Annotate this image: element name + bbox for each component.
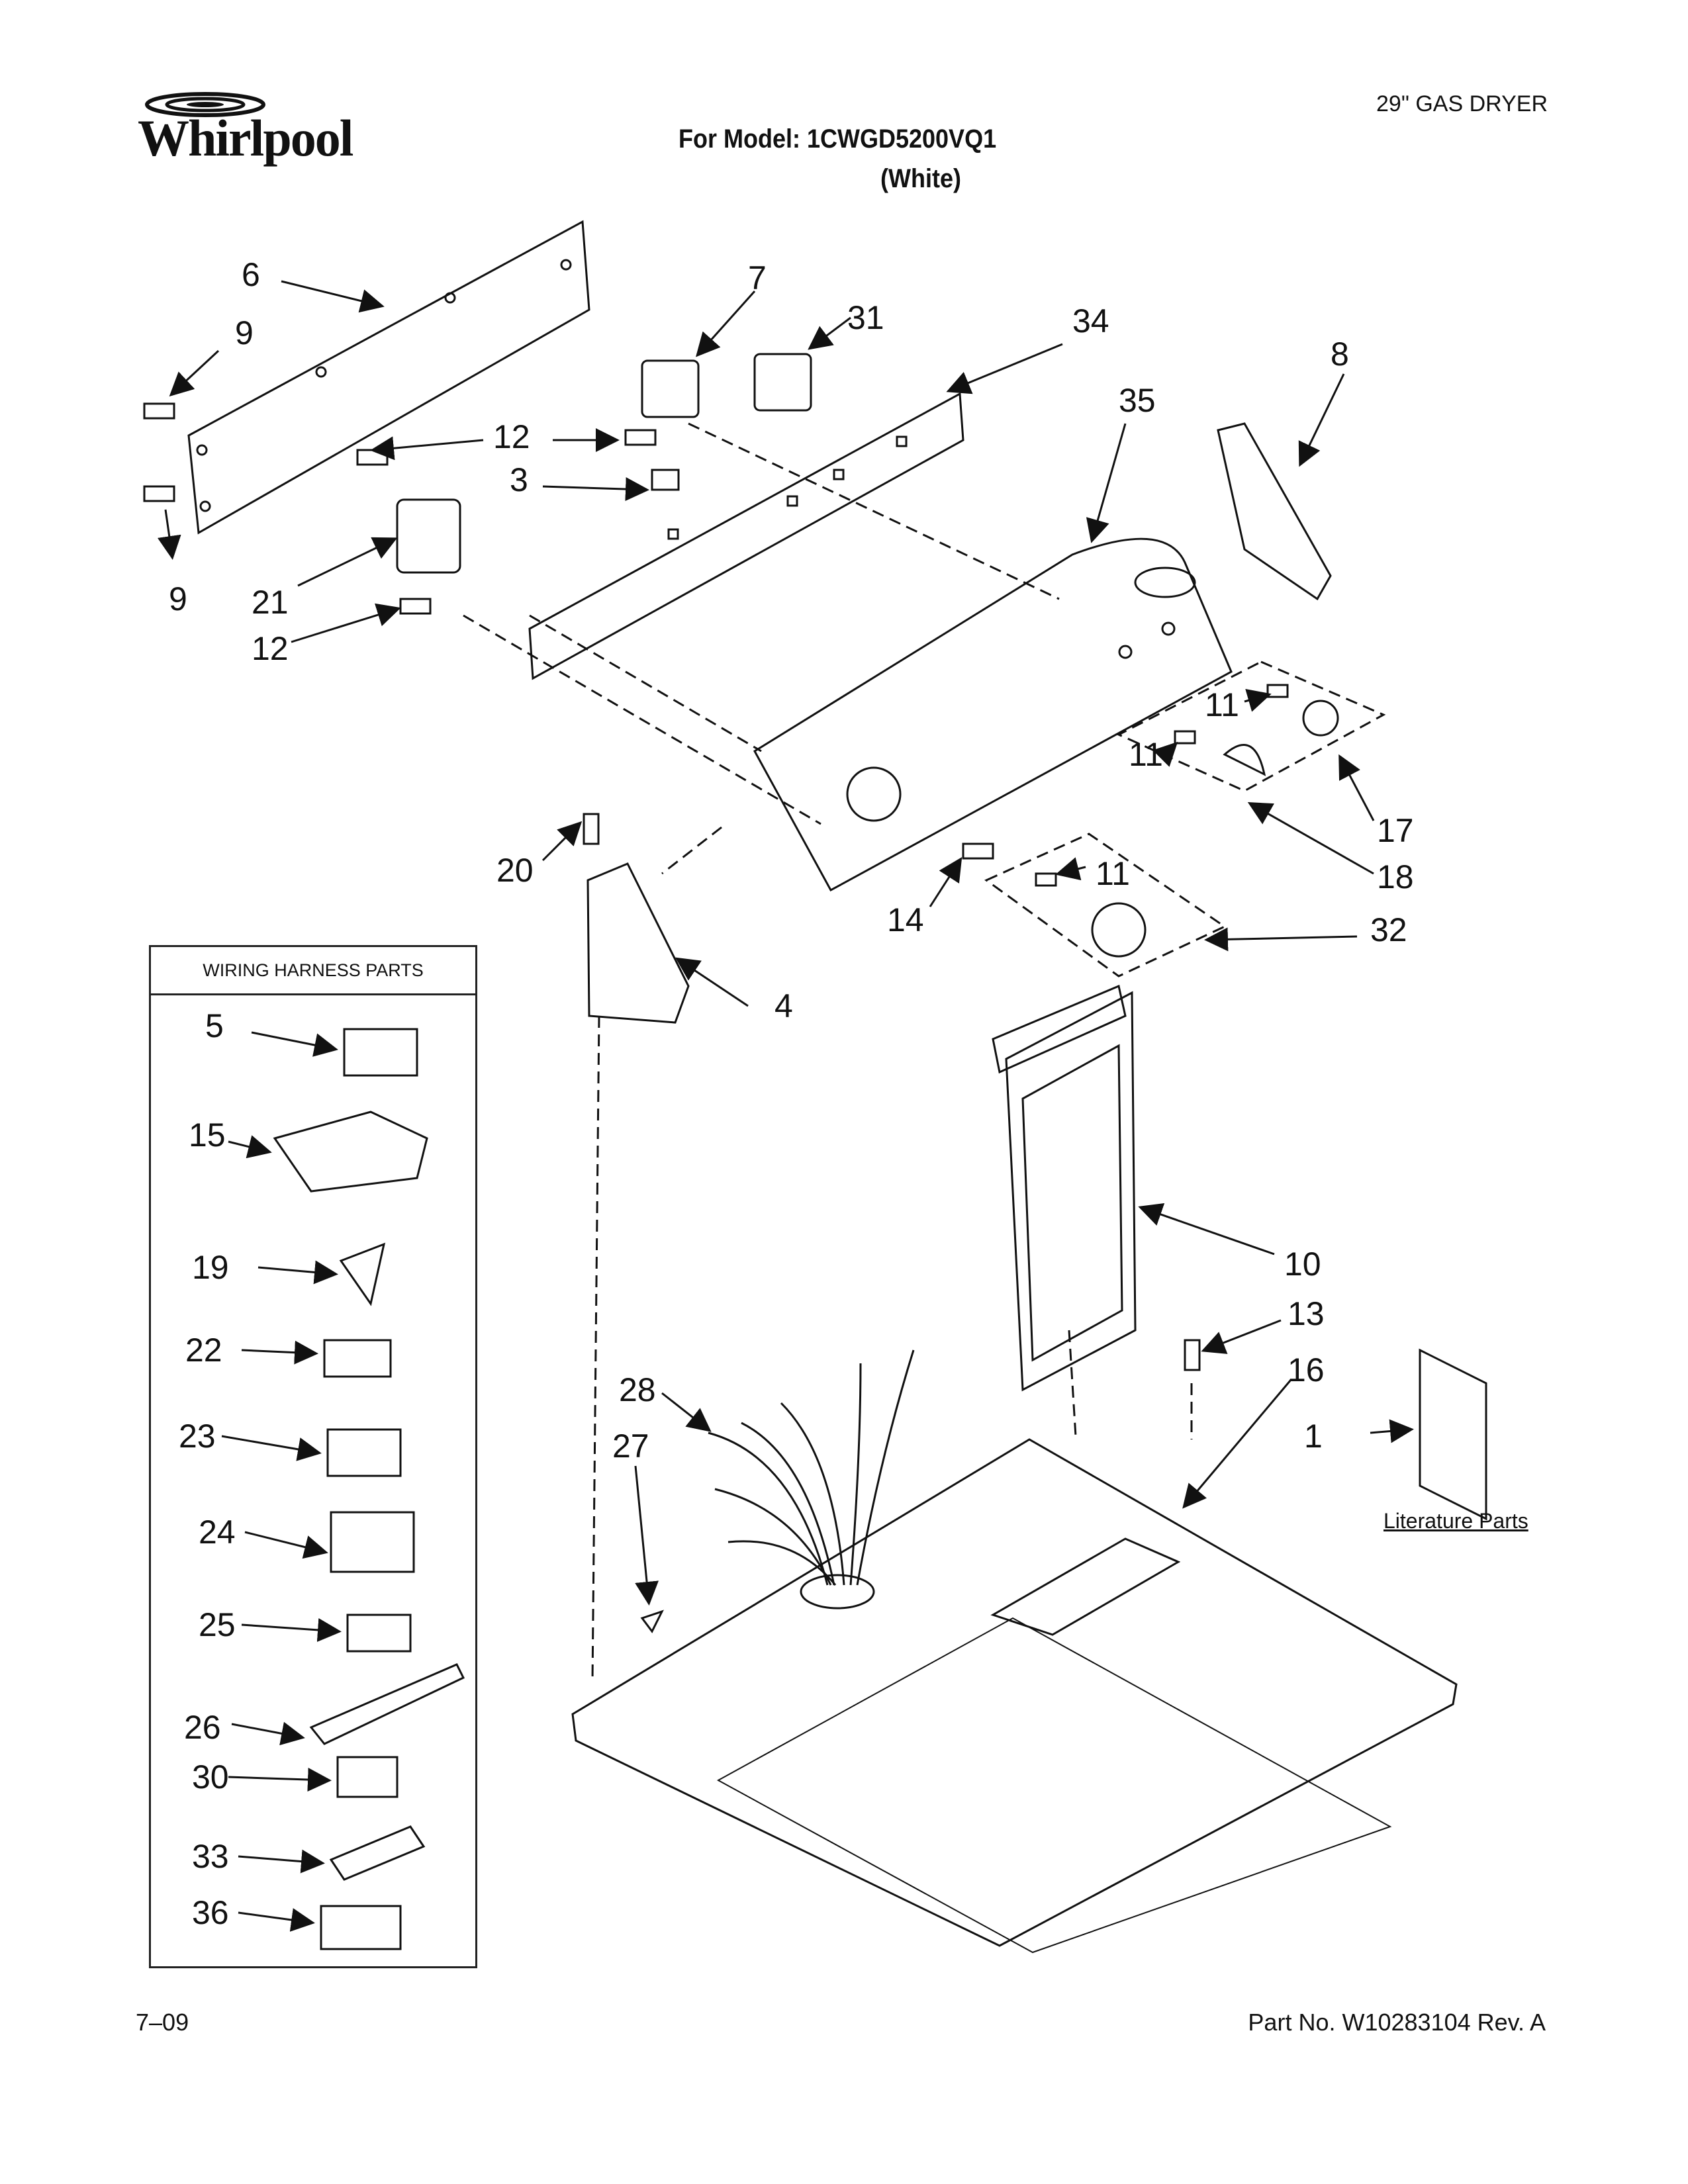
harness-item-33: 33 — [192, 1838, 229, 1875]
part-18-knob — [1223, 743, 1266, 776]
callout-11: 11 — [1205, 686, 1239, 723]
harness-item-5: 5 — [205, 1007, 224, 1044]
harness-item-25: 25 — [199, 1606, 236, 1643]
part-3-clip — [651, 469, 680, 491]
part-30-connector — [336, 1756, 399, 1798]
part-35-console — [753, 537, 1233, 892]
part-9-screw — [143, 485, 175, 502]
callout-9: 9 — [235, 314, 254, 351]
part-17-knob — [1302, 700, 1339, 737]
callout-14: 14 — [887, 901, 924, 938]
model-color: (White) — [880, 164, 961, 193]
callout-6: 6 — [242, 256, 260, 293]
part-5-connector — [343, 1028, 418, 1077]
model-title: For Model: 1CWGD5200VQ1 — [679, 124, 997, 154]
part-9-screw — [143, 402, 175, 420]
part-number: Part No. W10283104 Rev. A — [1248, 2009, 1546, 2036]
callout-16: 16 — [1288, 1351, 1325, 1388]
part-24-connector — [330, 1511, 415, 1573]
part-25-connector — [346, 1614, 412, 1653]
callout-8: 8 — [1331, 336, 1349, 373]
callout-11b: 11 — [1129, 736, 1163, 773]
harness-item-15: 15 — [189, 1116, 226, 1154]
part-32-knob — [1091, 902, 1147, 958]
part-19-clip — [339, 1242, 386, 1306]
part-23-connector — [326, 1428, 402, 1477]
callout-18: 18 — [1377, 858, 1414, 895]
callout-13: 13 — [1288, 1295, 1325, 1332]
part-34-bracket — [528, 392, 964, 680]
part-36-connector — [320, 1905, 402, 1950]
harness-item-30: 30 — [192, 1758, 229, 1796]
document-type: 29" GAS DRYER — [1376, 91, 1548, 116]
callout-4: 4 — [774, 987, 793, 1024]
revision-date: 7–09 — [136, 2009, 189, 2036]
wiring-harness-box: WIRING HARNESS PARTS — [149, 945, 477, 1968]
part-31-switch — [753, 353, 812, 412]
part-15-connector — [273, 1111, 428, 1193]
part-22-connector — [323, 1339, 392, 1378]
part-21-timer — [396, 498, 461, 574]
part-10-lint-screen — [1005, 991, 1137, 1392]
brand-name: Whirlpool — [138, 109, 353, 167]
harness-item-36: 36 — [192, 1894, 229, 1931]
whirlpool-logo-icon: Whirlpool — [132, 85, 397, 171]
part-26-tie — [309, 1663, 465, 1745]
part-12-screw — [399, 598, 432, 615]
part-20-screw — [583, 813, 600, 845]
callout-9b: 9 — [169, 580, 187, 617]
part-1-literature — [1419, 1348, 1487, 1521]
callout-32: 32 — [1370, 911, 1407, 948]
callout-20: 20 — [496, 852, 534, 889]
part-27-clip — [640, 1610, 664, 1633]
callout-12b: 12 — [252, 630, 289, 667]
harness-item-19: 19 — [192, 1249, 229, 1286]
callout-17: 17 — [1377, 812, 1414, 849]
callout-35: 35 — [1119, 382, 1156, 419]
callout-11c: 11 — [1096, 855, 1130, 892]
wiring-harness-title: WIRING HARNESS PARTS — [151, 947, 475, 995]
callout-1: 1 — [1304, 1418, 1323, 1455]
callout-3: 3 — [510, 461, 528, 498]
callout-12: 12 — [493, 418, 530, 455]
callout-10: 10 — [1284, 1246, 1321, 1283]
part-14-screw — [962, 842, 994, 860]
part-12-screw — [356, 449, 389, 466]
callout-34: 34 — [1072, 302, 1109, 340]
callout-27: 27 — [612, 1428, 649, 1465]
part-4-end-cap — [586, 862, 690, 1024]
literature-parts-label: Literature Parts — [1383, 1509, 1528, 1533]
harness-item-26: 26 — [184, 1709, 221, 1746]
harness-item-23: 23 — [179, 1418, 216, 1455]
callout-21: 21 — [252, 584, 289, 621]
callout-28: 28 — [619, 1371, 656, 1408]
part-8-end-cap — [1217, 422, 1332, 601]
harness-item-24: 24 — [199, 1514, 236, 1551]
part-12-screw — [624, 429, 657, 446]
harness-item-22: 22 — [185, 1332, 222, 1369]
dial-opening — [846, 766, 902, 822]
part-33-terminal — [329, 1825, 426, 1881]
callout-7: 7 — [748, 259, 767, 296]
part-16-top — [571, 1438, 1458, 1947]
part-13-screw — [1184, 1339, 1201, 1371]
part-7-switch — [641, 359, 700, 418]
callout-31: 31 — [847, 299, 884, 336]
